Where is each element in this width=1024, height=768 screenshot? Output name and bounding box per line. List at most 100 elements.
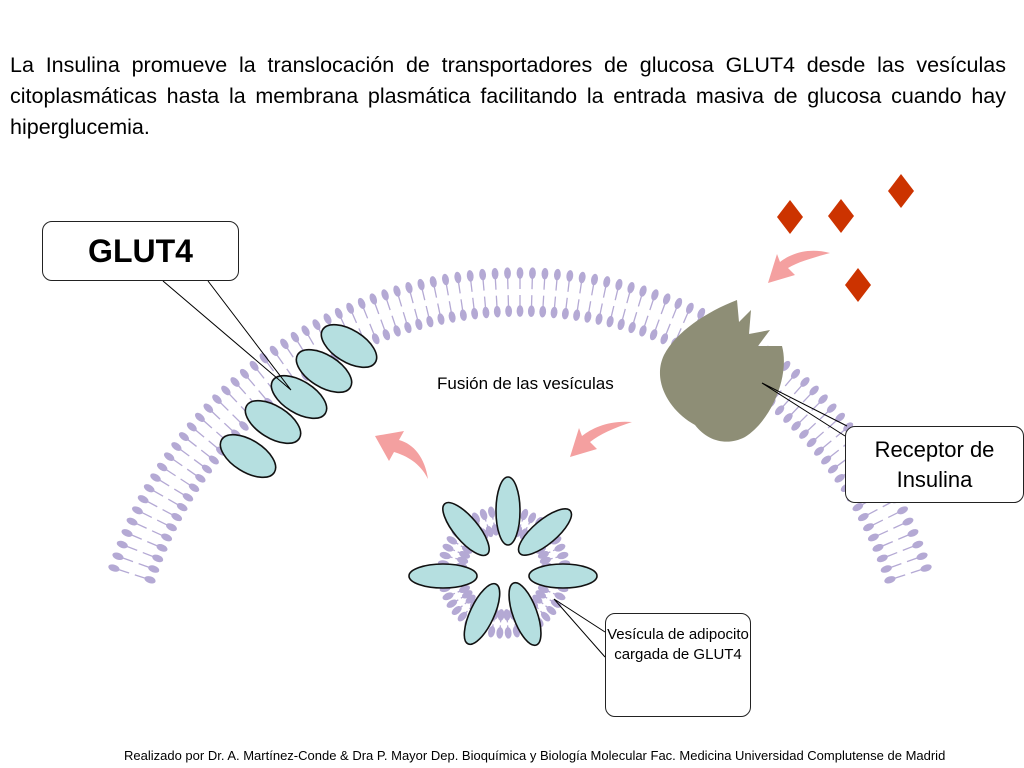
lipid-head — [528, 512, 537, 524]
lipid-head — [920, 564, 932, 572]
lipid-head — [195, 473, 206, 483]
lipid-head — [603, 276, 611, 288]
lipid-head — [504, 267, 511, 279]
lipid-head — [806, 437, 817, 448]
lipid-head — [539, 556, 552, 565]
lipid-head — [615, 278, 623, 291]
insulin-receptor — [659, 300, 784, 442]
lipid-head — [516, 305, 524, 317]
callout-lines — [162, 280, 848, 658]
lipid-head — [166, 523, 177, 532]
membrane-glut4-transporter — [295, 348, 353, 394]
lipid-head — [783, 413, 793, 423]
lipid-head — [821, 455, 832, 465]
lipid-head — [584, 311, 592, 323]
lipid-head — [239, 368, 250, 379]
credit-line: Realizado por Dr. A. Martínez-Conde & Dr… — [124, 748, 946, 763]
lipid-head — [505, 305, 513, 317]
lipid-head — [369, 293, 378, 305]
lipid-head — [442, 273, 450, 286]
lipid-head — [381, 289, 389, 301]
lipid-head — [553, 268, 561, 281]
lipid-head — [163, 452, 175, 461]
lipid-head — [557, 551, 569, 560]
lipid-head — [674, 297, 683, 309]
lipid-head — [290, 331, 300, 343]
vesicle-glut4-transporter — [528, 563, 598, 589]
lipid-head — [195, 412, 205, 422]
lipid-head — [852, 503, 864, 512]
lipid-head — [221, 385, 231, 396]
glucose-group — [777, 174, 914, 302]
lipid-head — [554, 592, 566, 601]
lipid-head — [834, 473, 845, 483]
lipid-head — [884, 576, 896, 584]
lipid-head — [454, 271, 462, 284]
membrane-glut4-transporter — [320, 323, 378, 369]
membrane-glut4-transporter — [219, 433, 277, 479]
lipid-head — [826, 403, 837, 413]
lipid-head — [161, 533, 173, 542]
lipid-head — [554, 543, 566, 552]
lipid-head — [488, 626, 496, 638]
glucose-molecule — [845, 268, 871, 302]
lipid-head — [156, 462, 168, 472]
lipid-head — [662, 293, 671, 305]
lipid-head — [239, 421, 249, 431]
lipid-head — [203, 403, 214, 413]
vesicle-movement-arrow — [570, 421, 632, 457]
lipid-head — [451, 605, 462, 616]
lipid-head — [595, 313, 603, 325]
lipid-head — [156, 543, 168, 552]
lipid-head — [627, 282, 635, 294]
lipid-head — [912, 540, 924, 549]
fusion-label: Fusión de las vesículas — [437, 374, 614, 393]
lipid-head — [171, 513, 183, 522]
membrane-glut4-transporter — [244, 399, 302, 445]
lipid-head — [230, 377, 240, 387]
lipid-head — [301, 325, 310, 337]
lipid-head — [488, 506, 496, 518]
glucose-molecule — [777, 200, 803, 234]
lipid-head — [496, 627, 504, 639]
lipid-head — [446, 536, 458, 545]
lipid-head — [774, 405, 785, 416]
lipid-head — [457, 611, 468, 622]
lipid-head — [578, 271, 586, 284]
lipid-head — [827, 464, 839, 474]
glucose-molecule — [828, 199, 854, 233]
lipid-head — [415, 318, 423, 331]
lipid-head — [791, 421, 801, 431]
lipid-head — [527, 305, 535, 317]
lipid-head — [639, 285, 647, 297]
lipid-head — [152, 554, 164, 563]
lipid-head — [606, 315, 614, 328]
lipid-head — [404, 321, 412, 334]
lipid-head — [897, 506, 908, 515]
lipid-head — [697, 307, 706, 319]
lipid-head — [818, 394, 828, 404]
lipid-head — [485, 525, 494, 538]
lipid-head — [393, 325, 401, 337]
lipid-head — [144, 576, 156, 584]
glut4-label: GLUT4 — [88, 233, 193, 269]
lipid-head — [651, 289, 659, 301]
lipid-head — [546, 605, 557, 616]
lipid-head — [259, 353, 269, 364]
receptor-callout-line — [761, 382, 848, 437]
lipid-head — [346, 302, 355, 314]
vesicle-glut4-transporter — [442, 501, 490, 557]
membrane-glut4-transporter — [270, 374, 328, 420]
lipid-head — [540, 611, 551, 622]
lipid-head — [439, 551, 451, 560]
lipid-head — [539, 305, 547, 318]
lipid-head — [880, 565, 892, 573]
lipid-head — [176, 503, 188, 512]
lipid-head — [504, 627, 512, 639]
lipid-head — [442, 592, 454, 601]
intro-paragraph: La Insulina promueve la translocación de… — [10, 53, 1006, 139]
lipid-head — [137, 495, 149, 504]
lipid-head — [249, 360, 259, 371]
lipid-head — [573, 309, 581, 321]
lipid-head — [459, 309, 467, 321]
